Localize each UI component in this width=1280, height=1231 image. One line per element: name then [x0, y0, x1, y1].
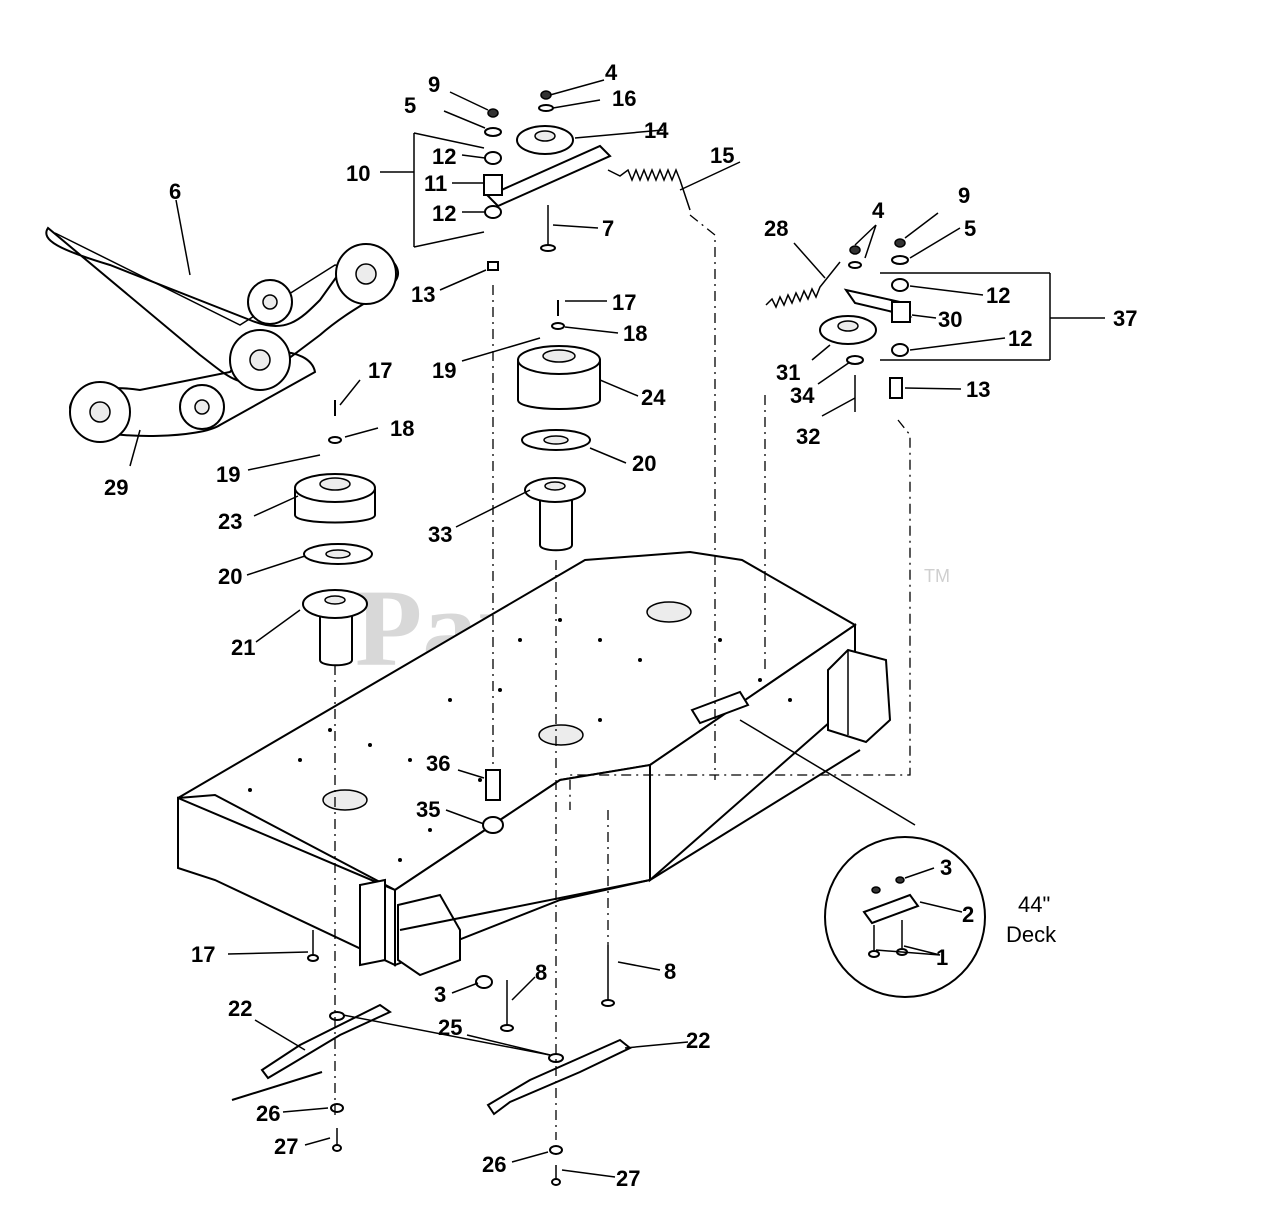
callout-4: 4 — [605, 60, 618, 85]
deck-inset-detail[interactable] — [824, 836, 986, 998]
callout-32: 32 — [796, 424, 820, 449]
callout-35: 35 — [416, 797, 440, 822]
callout-12: 12 — [432, 144, 456, 169]
callout-11: 11 — [424, 171, 447, 196]
spring-28[interactable] — [765, 261, 841, 309]
callout-16: 16 — [612, 86, 636, 111]
callout-17: 17 — [191, 942, 215, 967]
callout-13: 13 — [411, 282, 435, 307]
callout-5: 5 — [964, 216, 976, 241]
callout-12: 12 — [432, 201, 456, 226]
callout-20: 20 — [218, 564, 242, 589]
callout-28: 28 — [764, 216, 788, 241]
callout-7: 7 — [602, 216, 614, 241]
watermark-trademark: TM — [924, 566, 950, 586]
callout-26: 26 — [256, 1101, 280, 1126]
callout-15: 15 — [710, 143, 734, 168]
callout-3: 3 — [940, 855, 952, 880]
callout-8: 8 — [535, 960, 547, 985]
callout-23: 23 — [218, 509, 242, 534]
callout-24: 24 — [641, 385, 666, 410]
callout-36: 36 — [426, 751, 450, 776]
idler-arm-assembly-top[interactable] — [483, 90, 612, 271]
callout-30: 30 — [938, 307, 962, 332]
callout-5: 5 — [404, 93, 416, 118]
center-spindle-stack[interactable] — [517, 300, 601, 552]
callout-19: 19 — [216, 462, 240, 487]
callout-31: 31 — [776, 360, 800, 385]
callout-33: 33 — [428, 522, 452, 547]
callout-22: 22 — [686, 1028, 710, 1053]
callout-10: 10 — [346, 161, 370, 186]
callout-labels: 9 4 5 16 14 15 12 10 11 12 7 6 13 28 4 9… — [104, 60, 1137, 1191]
callout-3: 3 — [434, 982, 446, 1007]
blade-left[interactable] — [260, 1003, 393, 1080]
left-spindle-stack[interactable] — [294, 400, 376, 667]
mower-deck[interactable] — [177, 550, 892, 977]
deck-label: Deck — [1006, 922, 1057, 947]
callout-12: 12 — [986, 283, 1010, 308]
callout-13: 13 — [966, 377, 990, 402]
callout-26: 26 — [482, 1152, 506, 1177]
callout-4: 4 — [872, 198, 885, 223]
callout-20: 20 — [632, 451, 656, 476]
callout-18: 18 — [390, 416, 414, 441]
callout-2: 2 — [962, 902, 974, 927]
callout-9: 9 — [428, 72, 440, 97]
callout-25: 25 — [438, 1015, 462, 1040]
callout-27: 27 — [274, 1134, 298, 1159]
callout-37: 37 — [1113, 306, 1137, 331]
callout-9: 9 — [958, 183, 970, 208]
callout-17: 17 — [612, 290, 636, 315]
callout-29: 29 — [104, 475, 128, 500]
blade-right[interactable] — [486, 1038, 632, 1116]
callout-8: 8 — [664, 959, 676, 984]
callout-6: 6 — [169, 179, 181, 204]
deck-size-label: 44" — [1018, 892, 1050, 917]
spring-15[interactable] — [607, 167, 691, 211]
callout-19: 19 — [432, 358, 456, 383]
callout-27: 27 — [616, 1166, 640, 1191]
callout-12: 12 — [1008, 326, 1032, 351]
callout-34: 34 — [790, 383, 815, 408]
callout-14: 14 — [644, 118, 669, 143]
callout-1: 1 — [936, 945, 948, 970]
hardware — [307, 769, 615, 1186]
leader-lines — [129, 79, 1105, 1178]
centerlines — [334, 214, 911, 1140]
callout-22: 22 — [228, 996, 252, 1021]
idler-arm-assembly-right[interactable] — [819, 238, 913, 412]
callout-17: 17 — [368, 358, 392, 383]
callout-21: 21 — [231, 635, 255, 660]
callout-18: 18 — [623, 321, 647, 346]
